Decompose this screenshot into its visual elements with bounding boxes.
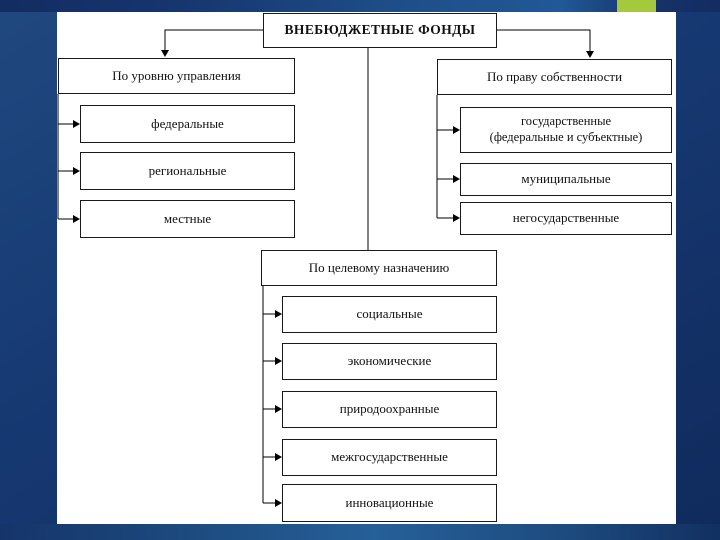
node-nonstate: негосударственные	[460, 202, 672, 235]
node-federal: федеральные	[80, 105, 295, 143]
root-node: ВНЕБЮДЖЕТНЫЕ ФОНДЫ	[263, 13, 497, 48]
node-label: социальные	[356, 306, 423, 322]
bottom-accent-bar	[0, 524, 720, 540]
node-label: межгосударственные	[331, 449, 448, 465]
node-label: региональные	[148, 162, 227, 178]
green-accent-block	[617, 0, 656, 12]
node-local: местные	[80, 200, 295, 238]
node-interstate: межгосударственные	[282, 439, 497, 476]
node-label: негосударственные	[512, 210, 620, 226]
branch-header-management-level: По уровню управления	[58, 58, 295, 94]
node-regional: региональные	[80, 152, 295, 190]
node-label: федеральные	[151, 115, 224, 131]
branch-header-label: По целевому назначению	[308, 259, 450, 275]
branch-header-ownership: По праву собственности	[437, 59, 672, 95]
node-social: социальные	[282, 296, 497, 333]
top-accent-bar	[0, 0, 720, 12]
node-state: государственные (федеральные и субъектны…	[460, 107, 672, 153]
node-label: местные	[163, 210, 212, 226]
root-node-label: ВНЕБЮДЖЕТНЫЕ ФОНДЫ	[284, 22, 476, 38]
node-label: муниципальные	[521, 171, 611, 187]
node-label: инновационные	[345, 494, 434, 510]
node-label-line1: государственные	[520, 114, 612, 129]
node-municipal: муниципальные	[460, 163, 672, 196]
node-innovation: инновационные	[282, 484, 497, 522]
node-label: экономические	[347, 353, 432, 369]
node-label-line2: (федеральные и субъектные)	[489, 130, 643, 144]
node-economic: экономические	[282, 343, 497, 380]
node-label: природоохранные	[339, 401, 440, 417]
branch-header-label: По уровню управления	[112, 67, 241, 83]
branch-header-label: По праву собственности	[486, 68, 623, 84]
node-environmental: природоохранные	[282, 391, 497, 428]
branch-header-purpose: По целевому назначению	[261, 250, 497, 286]
